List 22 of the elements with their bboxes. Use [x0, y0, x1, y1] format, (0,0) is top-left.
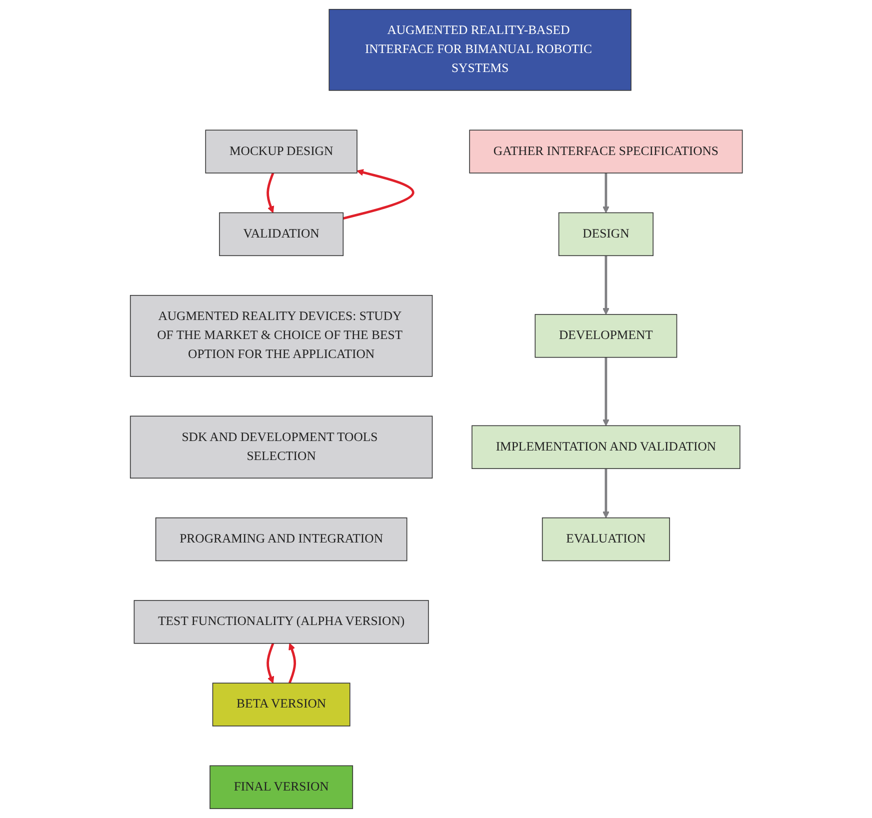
node-box: VALIDATION	[218, 212, 344, 256]
arrow	[602, 357, 610, 426]
arrow	[342, 169, 414, 220]
node-box: MOCKUP DESIGN	[204, 130, 358, 174]
node-box: DEVELOPMENT	[534, 314, 677, 358]
arrow	[266, 642, 274, 684]
node-box: IMPLEMENTATION AND VALIDATION	[471, 425, 740, 469]
arrow	[288, 643, 296, 684]
node-box: PROGRAMING AND INTEGRATION	[155, 517, 407, 562]
node-box: EVALUATION	[542, 517, 670, 562]
node-box: SDK AND DEVELOPMENT TOOLS SELECTION	[130, 416, 432, 479]
node-box: AUGMENTED REALITY-BASED INTERFACE FOR BIMANUAL ROBOTIC SYSTEMS	[328, 8, 632, 91]
arrow	[602, 468, 610, 518]
arrow	[266, 172, 274, 214]
node-box: FINAL VERSION	[209, 765, 353, 810]
node-box: TEST FUNCTIONALITY (ALPHA VERSION)	[133, 600, 428, 644]
arrow	[602, 256, 610, 315]
node-box: BETA VERSION	[212, 682, 350, 726]
node-box: DESIGN	[558, 212, 654, 256]
arrow	[602, 173, 610, 214]
node-box: GATHER INTERFACE SPECIFICATIONS	[468, 130, 742, 174]
node-box: AUGMENTED REALITY DEVICES: STUDY OF THE MARKET & CHOICE OF THE BEST OPTION FOR THE APPLICATION	[130, 294, 432, 377]
